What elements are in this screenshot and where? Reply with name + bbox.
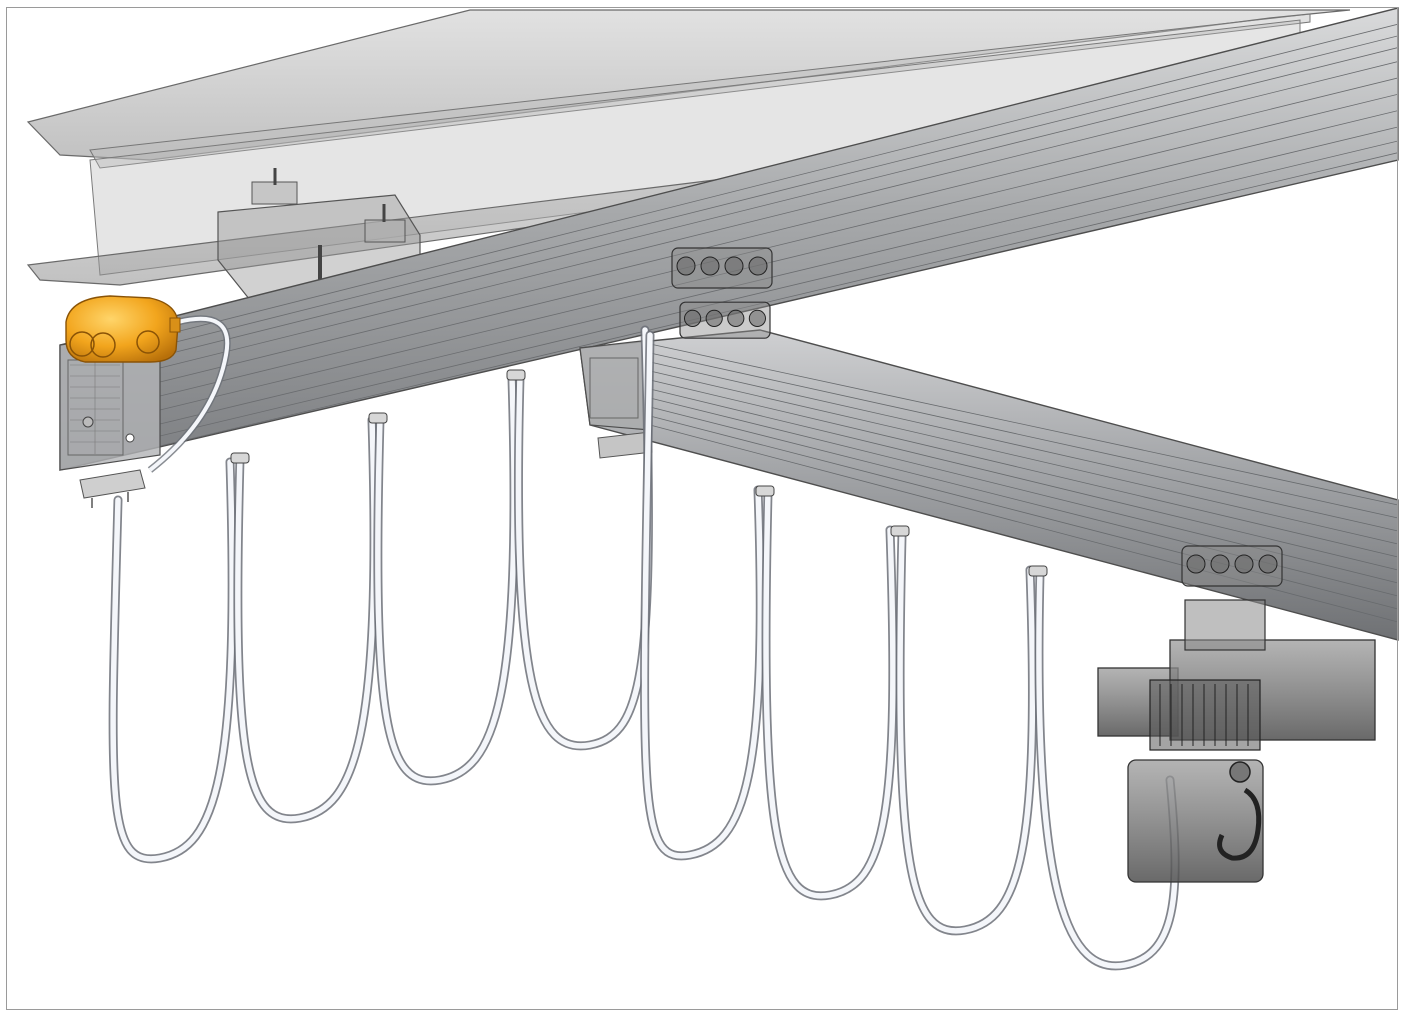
festoon-cable-inner [110,459,235,862]
rail-profile-line [649,379,1399,558]
terminal-box-icon [65,295,181,363]
runway-rail [59,7,1399,471]
trolley-wheel [1186,554,1206,574]
rail-profile-line [649,361,1399,532]
trolley-wheel [684,309,702,327]
festoon-cable-loop [761,487,898,901]
rail-profile-line [159,140,1399,437]
hanger-clip [506,369,526,381]
trolley-wheel [705,309,723,327]
festoon-cable-inner [235,417,377,822]
hanger-clip [890,525,910,537]
rail-profile-line [649,388,1399,571]
trolley-wheel [727,309,745,327]
rail-profile-line [159,47,1399,357]
rail-profile-line [649,424,1399,623]
rail-profile-line [649,370,1399,545]
trolley-body [671,247,773,289]
trolley-wheel [676,256,696,276]
rail-profile-line [159,110,1399,411]
trolley-body [1181,545,1283,587]
trolley-wheel [748,256,768,276]
trolley-wheel [1258,554,1278,574]
trolley-body [679,301,771,339]
rail-profile-line [159,77,1399,383]
hanger-clip [368,412,388,424]
rail-profile-line [649,397,1399,584]
rail-profile-line [649,352,1399,519]
festoon-cable-system [108,315,1180,971]
rail-profile-line [159,23,1399,337]
trolley-icon [671,247,1283,587]
rail-profile-line [159,126,1399,425]
trolley-wheel [1210,554,1230,574]
rail-profile-line [159,93,1399,397]
festoon-cable-inner [375,375,517,784]
rail-profile-line [649,415,1399,610]
festoon-cable-loop [895,530,1037,936]
rail-profile-line [159,152,1399,447]
hanger-clip [755,485,775,497]
festoon-cable-inner [641,332,764,859]
trolley-wheel [748,309,767,327]
rail-profile-line [159,35,1399,347]
hanger-clip [1028,565,1048,577]
chain-hoist-icon [1097,599,1376,883]
trolley-wheel [700,256,720,276]
rail-profile-line [649,343,1399,506]
bridge-rail [579,329,1399,641]
hanger-clip [230,452,250,464]
festoon-cable-inner [897,532,1036,934]
trolley-wheel [1234,554,1254,574]
hook-icon [1217,787,1262,861]
end-cap-icon [79,469,146,508]
rail-profile-line [159,61,1399,369]
festoon-cable-inner [763,489,896,899]
trolley-wheel [724,256,744,276]
feed-cable-inner [148,316,230,472]
cable-hanger-icon [230,369,1048,577]
